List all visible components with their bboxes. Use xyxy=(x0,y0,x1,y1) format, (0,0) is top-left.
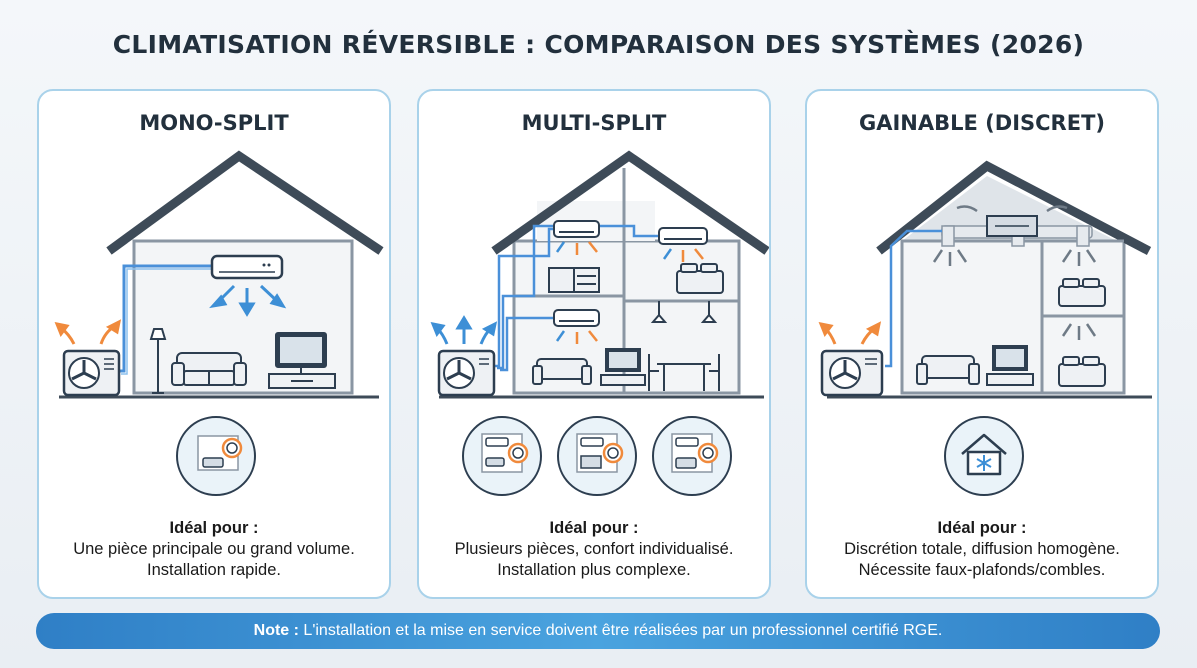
lamp-icon xyxy=(149,328,167,394)
caption-line: Nécessite faux-plafonds/combles. xyxy=(858,561,1106,579)
tv-icon xyxy=(268,332,336,389)
sofa-icon xyxy=(532,358,592,385)
sofa-icon xyxy=(485,457,505,467)
indoor-unit-icon xyxy=(485,437,509,447)
room-thermostat-badge xyxy=(557,416,637,496)
indoor-unit-icon xyxy=(580,437,604,447)
outdoor-unit-icon xyxy=(62,349,121,397)
outdoor-unit-icon xyxy=(437,349,496,397)
panel-title: MONO-SPLIT xyxy=(139,111,289,135)
caption-line: Discrétion totale, diffusion homogène. xyxy=(844,540,1120,558)
duct-arrows-icon xyxy=(956,205,1068,213)
cold-air-arrows-icon xyxy=(209,284,287,317)
bed-icon xyxy=(675,457,697,469)
thermostat-icon xyxy=(602,442,624,464)
caption-line: Plusieurs pièces, confort individualisé. xyxy=(454,540,734,558)
dresser-icon xyxy=(580,455,602,469)
badges-row xyxy=(419,416,769,506)
sofa-icon xyxy=(202,457,224,468)
caption-line: Installation rapide. xyxy=(147,561,281,579)
tv-icon xyxy=(600,348,646,386)
bed-icon xyxy=(1058,278,1106,307)
snowflake-icon xyxy=(976,455,992,471)
caption-heading: Idéal pour : xyxy=(169,519,259,537)
room-thermostat-badge xyxy=(462,416,542,496)
indoor-unit-icon xyxy=(658,227,708,245)
sofa-icon xyxy=(171,352,247,386)
warm-air-arrows-icon xyxy=(54,319,122,345)
bed-icon xyxy=(1058,356,1106,387)
indoor-unit-icon xyxy=(675,437,699,447)
tv-icon xyxy=(986,345,1034,386)
indoor-unit-icon xyxy=(553,220,600,238)
note-label: Note : xyxy=(253,622,299,639)
caption-heading: Idéal pour : xyxy=(549,519,639,537)
room-thermostat-badge xyxy=(176,416,256,496)
multi-split-house-illustration xyxy=(430,150,769,399)
panel-caption: Idéal pour : Plusieurs pièces, confort i… xyxy=(419,518,769,581)
panel-gainable: GAINABLE (DISCRET) xyxy=(805,89,1159,599)
panel-title: GAINABLE (DISCRET) xyxy=(859,111,1105,135)
dresser-icon xyxy=(548,267,600,293)
note-banner: Note : L'installation et la mise en serv… xyxy=(36,613,1160,649)
caption-heading: Idéal pour : xyxy=(937,519,1027,537)
panel-multi-split: MULTI-SPLIT xyxy=(417,89,771,599)
indoor-unit-icon xyxy=(210,254,284,280)
page-title: CLIMATISATION RÉVERSIBLE : COMPARAISON D… xyxy=(112,30,1085,59)
thermostat-icon xyxy=(221,437,243,459)
thermostat-icon xyxy=(697,442,719,464)
caption-line: Une pièce principale ou grand volume. xyxy=(73,540,355,558)
thermostat-icon xyxy=(507,442,529,464)
cold-air-arrows-icon xyxy=(430,315,498,345)
whole-house-badge xyxy=(944,416,1024,496)
air-arrows-icon xyxy=(555,241,704,344)
gainable-house-illustration xyxy=(818,160,1152,399)
badges-row xyxy=(807,416,1157,506)
panel-caption: Idéal pour : Une pièce principale ou gra… xyxy=(39,518,389,581)
caption-line: Installation plus complexe. xyxy=(497,561,691,579)
mono-split-house-illustration xyxy=(54,150,384,399)
dining-lamp-icon xyxy=(650,301,718,323)
panel-caption: Idéal pour : Discrétion totale, diffusio… xyxy=(807,518,1157,581)
panel-title: MULTI-SPLIT xyxy=(521,111,667,135)
note-text: L'installation et la mise en service doi… xyxy=(303,622,943,639)
room-thermostat-badge xyxy=(652,416,732,496)
indoor-unit-icon xyxy=(553,309,600,327)
bed-icon xyxy=(676,263,724,294)
panel-mono-split: MONO-SPLIT xyxy=(37,89,391,599)
sofa-icon xyxy=(916,355,980,385)
diffuser-arrows-icon xyxy=(932,249,1097,340)
warm-air-arrows-icon xyxy=(818,321,882,345)
outdoor-unit-icon xyxy=(820,349,884,397)
badges-row xyxy=(39,416,389,506)
dining-table-icon xyxy=(648,354,720,391)
